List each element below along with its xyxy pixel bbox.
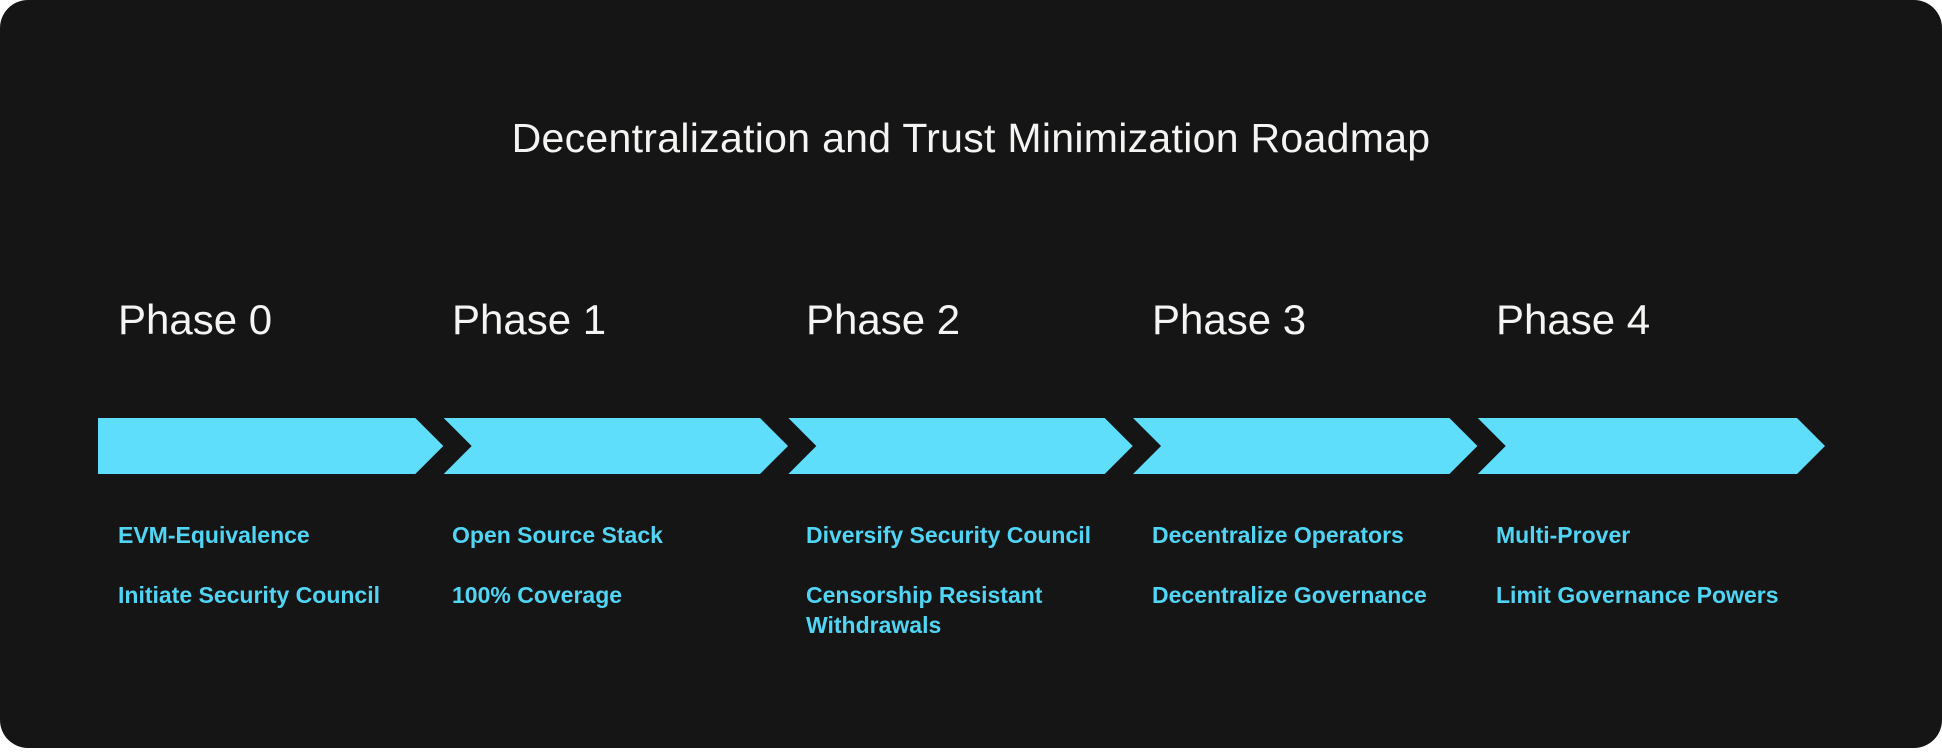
arrow-chevron-divider-icon bbox=[414, 402, 472, 490]
arrow-chevron-divider-icon bbox=[1448, 402, 1506, 490]
roadmap-title: Decentralization and Trust Minimization … bbox=[511, 115, 1431, 161]
arrow-chevron-divider-icon bbox=[759, 402, 817, 490]
phase-item: EVM-Equivalence bbox=[118, 522, 310, 548]
phase-column: Phase 1 Open Source Stack 100% Coverage bbox=[452, 0, 788, 748]
phase-item: Initiate Security Council bbox=[118, 582, 380, 608]
phase-item: Decentralize Governance bbox=[1152, 582, 1427, 608]
timeline-arrow-graphic bbox=[98, 402, 1825, 490]
phase-item: Diversify Security Council bbox=[806, 522, 1092, 548]
phase-item: 100% Coverage bbox=[452, 582, 623, 608]
phase-items: Open Source Stack 100% Coverage bbox=[452, 520, 788, 640]
arrow-bar-shape bbox=[98, 418, 1825, 474]
phase-label: Phase 4 bbox=[1496, 296, 1651, 343]
timeline-arrow bbox=[98, 402, 1825, 490]
arrow-chevron-divider-icon bbox=[1103, 402, 1162, 490]
phase-label: Phase 1 bbox=[452, 296, 607, 343]
phase-item: Open Source Stack bbox=[452, 522, 663, 548]
phase-label: Phase 2 bbox=[806, 296, 961, 343]
phase-item: Multi-Prover bbox=[1496, 522, 1631, 548]
phase-item: Limit Governance Powers bbox=[1496, 582, 1779, 608]
phase-item: Decentralize Operators bbox=[1152, 522, 1404, 548]
phase-label: Phase 0 bbox=[118, 296, 273, 343]
phase-label: Phase 3 bbox=[1152, 296, 1307, 343]
phase-item: Censorship Resistant Withdrawals bbox=[806, 582, 1043, 638]
